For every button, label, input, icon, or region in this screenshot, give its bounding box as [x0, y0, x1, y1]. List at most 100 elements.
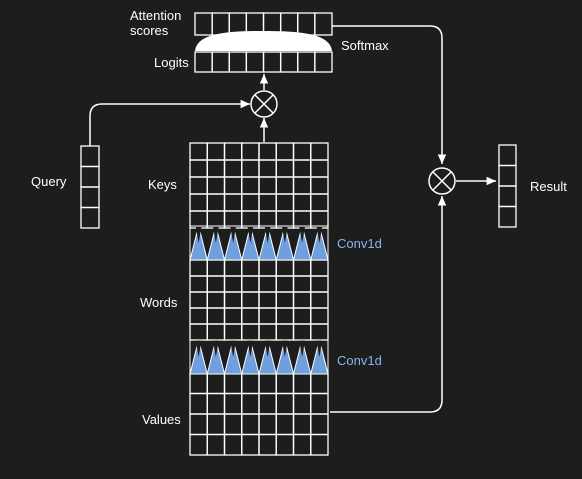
grid-cell [206, 259, 226, 277]
grid-cell [258, 413, 277, 436]
conv-gap [264, 226, 271, 243]
grid-cell [241, 275, 260, 293]
grid-cell [258, 159, 277, 178]
grid-cell [223, 433, 243, 456]
attention-scores-label-line1: Attention [130, 8, 181, 23]
grid-cell [258, 323, 277, 341]
grid-cell [310, 307, 329, 325]
grid-cell [310, 392, 329, 415]
conv-gap [247, 226, 254, 243]
grid-cell [241, 210, 260, 229]
grid-cell [275, 291, 295, 309]
grid-cell [275, 159, 295, 178]
grid-cell [241, 176, 260, 195]
conv-gap [195, 340, 202, 357]
grid-cell [258, 259, 277, 277]
conv-band-frame [189, 225, 329, 261]
grid-cell [292, 259, 312, 277]
grid-cell [211, 51, 230, 73]
grid-cell [223, 275, 243, 293]
grid-cell [275, 275, 295, 293]
attention-scores-grid [194, 12, 333, 36]
grid-cell [206, 413, 226, 436]
grid-cell [241, 291, 260, 309]
grid-cell [258, 176, 277, 195]
grid-cell [206, 176, 226, 195]
result-grid [498, 144, 517, 228]
grid-cell [223, 323, 243, 341]
grid-cell [314, 12, 333, 36]
grid-cell [292, 433, 312, 456]
grid-cell [310, 159, 329, 178]
grid-cell [189, 142, 208, 161]
grid-cell [206, 291, 226, 309]
conv-gap [316, 226, 323, 243]
grid-cell [258, 210, 277, 229]
grid-cell [245, 51, 265, 73]
grid-cell [206, 323, 226, 341]
conv-layer [189, 225, 329, 375]
conv1d-bottom-band [189, 339, 329, 375]
scores-to-multiply-arrow [332, 25, 447, 164]
values-label: Values [142, 412, 181, 427]
grids-layer [80, 12, 517, 456]
grid-cell [189, 291, 208, 309]
grid-cell [498, 144, 517, 167]
grid-cell [80, 186, 100, 209]
grid-cell [241, 159, 260, 178]
multiply-right-icon [428, 167, 456, 195]
grid-cell [292, 275, 312, 293]
grid-cell [194, 12, 213, 36]
conv-gap [281, 340, 288, 357]
softmax-label: Softmax [341, 38, 389, 53]
grid-cell [189, 413, 208, 436]
grid-cell [206, 210, 226, 229]
grid-cell [189, 193, 208, 212]
grid-cell [314, 51, 333, 73]
values-to-multiply-arrow [330, 196, 447, 413]
grid-cell [189, 323, 208, 341]
grid-cell [292, 291, 312, 309]
grid-cell [258, 193, 277, 212]
grid-cell [223, 210, 243, 229]
grid-cell [310, 259, 329, 277]
grid-cell [223, 392, 243, 415]
grid-cell [292, 307, 312, 325]
conv-gap [264, 340, 271, 357]
grid-cell [189, 259, 208, 277]
grid-cell [258, 275, 277, 293]
grid-cell [292, 159, 312, 178]
conv-gap [230, 340, 237, 357]
grid-cell [241, 259, 260, 277]
grid-cell [223, 413, 243, 436]
grid-cell [206, 142, 226, 161]
conv1d-top-band [189, 225, 329, 261]
grid-cell [292, 176, 312, 195]
grid-cell [310, 275, 329, 293]
conv-gap [247, 340, 254, 357]
grid-cell [206, 275, 226, 293]
grid-cell [275, 392, 295, 415]
grid-cell [292, 210, 312, 229]
grid-cell [258, 142, 277, 161]
grid-cell [241, 323, 260, 341]
conv-gap [281, 226, 288, 243]
logits-grid [194, 51, 333, 73]
conv-gap [230, 226, 237, 243]
grid-cell [258, 433, 277, 456]
grid-cell [310, 291, 329, 309]
grid-cell [292, 323, 312, 341]
grid-cell [297, 51, 316, 73]
conv1d-bottom-label: Conv1d [337, 353, 382, 368]
grid-cell [310, 193, 329, 212]
grid-cell [206, 193, 226, 212]
grid-cell [241, 142, 260, 161]
grid-cell [310, 433, 329, 456]
conv-gap [195, 226, 202, 243]
conv-gap [299, 226, 306, 243]
grid-cell [275, 433, 295, 456]
grid-cell [211, 12, 230, 36]
grid-cell [223, 259, 243, 277]
grid-cell [258, 291, 277, 309]
